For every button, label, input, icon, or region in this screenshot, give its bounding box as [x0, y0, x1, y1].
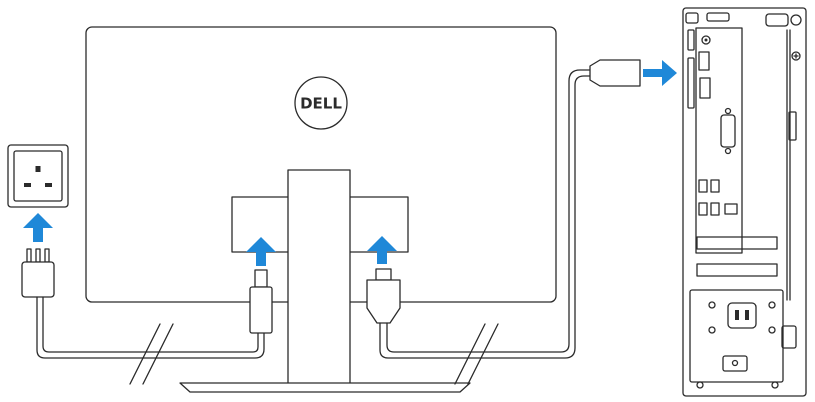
monitor-icon: DELL	[85, 26, 557, 393]
dell-logo: DELL	[294, 76, 348, 130]
video-port-icon	[698, 51, 710, 71]
video-connector-icon	[366, 268, 401, 324]
power-connector-icon	[249, 269, 273, 334]
power-plug-icon	[21, 248, 55, 298]
arrow-icon	[246, 237, 276, 266]
video-cable	[379, 59, 641, 359]
arrow-icon	[23, 213, 53, 242]
arrow-icon	[643, 60, 677, 86]
brand-logo-text: DELL	[300, 95, 342, 113]
cable-break-marks	[129, 323, 499, 385]
desktop-tower-icon	[682, 7, 807, 397]
arrow-icon	[367, 236, 397, 264]
power-cable	[36, 296, 265, 359]
wall-outlet-icon	[7, 144, 69, 208]
